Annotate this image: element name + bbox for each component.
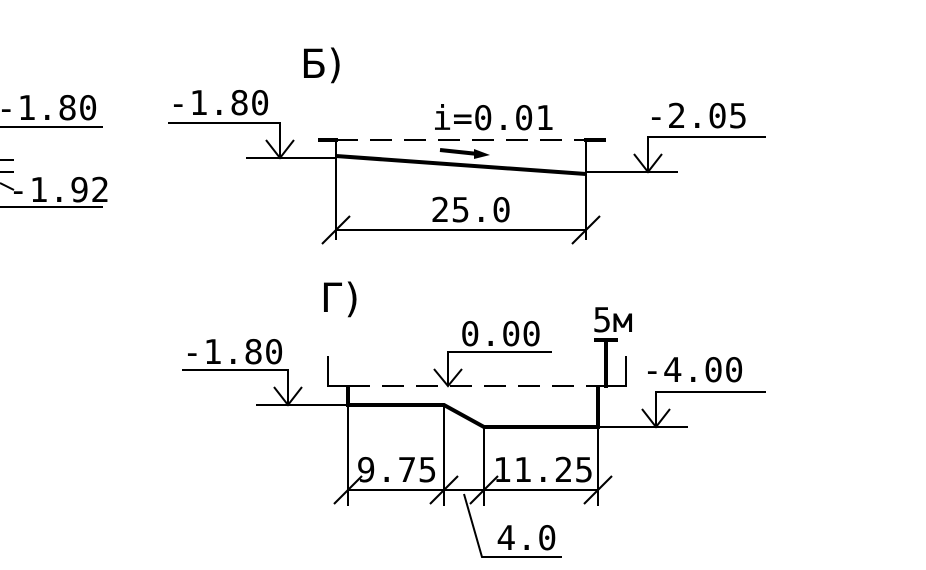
section-g-dim-slope-leader: [463, 493, 562, 558]
section-b-dimension-tick: [571, 215, 601, 245]
section-b-flow-arrowhead-icon: [474, 149, 490, 159]
section-b-dimension-tick: [321, 215, 351, 245]
section-b-left-elevation: -1.80: [168, 84, 270, 124]
section-g-label: Г): [320, 276, 360, 322]
section-g-channel-profile: [346, 386, 600, 429]
section-g: Г) -1.80 0.00 5м -4.00: [182, 276, 766, 559]
section-g-center-arrow-icon: [433, 368, 463, 388]
section-b-slope-line: [335, 154, 587, 176]
section-g-dimension-tick: [583, 475, 613, 505]
section-g-dim-left: 9.75: [356, 451, 438, 491]
section-b-right-leader: [647, 136, 766, 172]
section-b-label: Б): [300, 42, 343, 88]
partial-arrow-stroke: [0, 182, 15, 191]
section-g-dimension-tick: [333, 475, 363, 505]
elevation-label-bottom: -1.92: [8, 171, 110, 211]
section-g-dimension-tick: [429, 475, 459, 505]
section-g-left-elevation: -1.80: [182, 333, 284, 373]
section-b-slope-text: i=0.01: [432, 99, 555, 139]
section-g-right-leader: [655, 391, 766, 427]
section-g-center-leader: [447, 351, 552, 386]
section-g-center-elevation: 0.00: [460, 315, 542, 355]
section-g-depth-label: 5м: [592, 301, 633, 341]
section-b-length: 25.0: [430, 191, 512, 231]
section-g-right-elevation: -4.00: [642, 351, 744, 391]
section-g-left-bracket: [327, 356, 348, 387]
section-g-dim-slope: 4.0: [496, 519, 557, 559]
section-g-left-leader: [182, 369, 289, 405]
section-b: Б) -1.80 i=0.01 -2.05 25.0: [168, 42, 766, 245]
section-b-right-elevation: -2.05: [646, 97, 748, 137]
section-b-left-leader: [168, 122, 281, 158]
section-g-right-bracket: [598, 356, 627, 387]
section-g-dim-right: 11.25: [492, 451, 594, 491]
section-g-dimension-tick: [469, 475, 499, 505]
section-b-flow-arrow-icon: [439, 148, 479, 156]
elevation-label-top: -1.80: [0, 89, 98, 129]
left-partial-fragment: -1.80 -1.92: [0, 89, 110, 211]
